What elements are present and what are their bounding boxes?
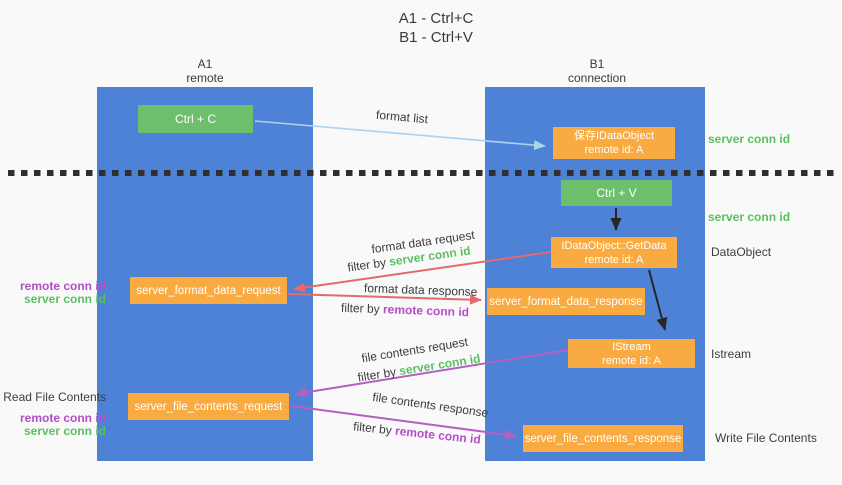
label-remote-conn-id-top-left: remote conn id xyxy=(19,279,106,293)
node-idataobject-getdata: IDataObject::GetData remote id: A xyxy=(551,237,677,268)
label-read-file-contents: Read File Contents xyxy=(3,390,106,404)
label-dataobject: DataObject xyxy=(711,245,772,259)
node-save-idataobject: 保存IDataObject remote id: A xyxy=(553,127,675,159)
label-server-conn-id-top-right: server conn id xyxy=(708,132,791,146)
title-line-2: B1 - Ctrl+V xyxy=(399,29,473,46)
label-write-file-contents: Write File Contents xyxy=(715,431,817,445)
lane-a1-subtitle: remote xyxy=(186,71,224,85)
node-file-response-label: server_file_contents_response xyxy=(524,432,682,445)
filter-by-prefix-4: filter by xyxy=(352,419,396,438)
node-istream: IStream remote id: A xyxy=(568,339,695,368)
lane-a1-name: A1 xyxy=(197,57,213,71)
node-save-idataobject-line2: remote id: A xyxy=(584,144,644,156)
node-getdata-line1: IDataObject::GetData xyxy=(561,239,667,252)
node-ctrl-v-label: Ctrl + V xyxy=(596,186,637,200)
node-ctrl-c: Ctrl + C xyxy=(138,105,253,133)
lane-b1-subtitle: connection xyxy=(567,71,627,85)
node-server-file-contents-response: server_file_contents_response xyxy=(523,425,683,452)
label-remote-conn-id-bottom-left: remote conn id xyxy=(19,411,106,425)
node-save-idataobject-line1: 保存IDataObject xyxy=(573,130,655,142)
filter-by-prefix-1: filter by xyxy=(346,254,391,275)
node-istream-line1: IStream xyxy=(612,340,651,353)
label-server-conn-id-mid-right: server conn id xyxy=(708,210,791,224)
label-istream: Istream xyxy=(711,347,752,361)
node-file-request-label: server_file_contents_request xyxy=(134,400,283,413)
node-istream-line2: remote id: A xyxy=(602,354,661,367)
filter-remote-conn-id-1: remote conn id xyxy=(382,302,470,320)
filter-by-prefix-2: filter by xyxy=(340,300,384,317)
lane-header-b1: B1 connection xyxy=(537,57,657,85)
node-server-file-contents-request: server_file_contents_request xyxy=(128,393,289,420)
edge-label-filter-by-remote-conn-id-1: filter by remote conn id xyxy=(341,301,469,319)
edge-label-filter-by-remote-conn-id-2: filter by remote conn id xyxy=(353,419,482,446)
node-format-request-label: server_format_data_request xyxy=(136,284,281,297)
node-getdata-line2: remote id: A xyxy=(584,253,644,266)
filter-by-prefix-3: filter by xyxy=(356,364,401,385)
node-server-format-data-request: server_format_data_request xyxy=(130,277,287,304)
filter-remote-conn-id-2: remote conn id xyxy=(394,423,482,447)
lane-b1-name: B1 xyxy=(589,57,605,71)
edge-label-format-data-response: format data response xyxy=(363,281,478,299)
node-format-response-label: server_format_data_response xyxy=(489,295,643,308)
node-ctrl-c-label: Ctrl + C xyxy=(174,112,216,126)
node-server-format-data-response: server_format_data_response xyxy=(487,288,645,315)
title-line-1: A1 - Ctrl+C xyxy=(398,10,474,27)
label-server-conn-id-bottom-left: server conn id xyxy=(23,424,106,438)
label-server-conn-id-top-left: server conn id xyxy=(23,292,106,306)
edge-label-format-list: format list xyxy=(375,107,429,127)
edge-label-file-contents-response: file contents response xyxy=(371,389,490,421)
node-ctrl-v: Ctrl + V xyxy=(561,180,672,206)
diagram-title: A1 - Ctrl+C B1 - Ctrl+V xyxy=(30,9,842,47)
lane-header-a1: A1 remote xyxy=(145,57,265,85)
